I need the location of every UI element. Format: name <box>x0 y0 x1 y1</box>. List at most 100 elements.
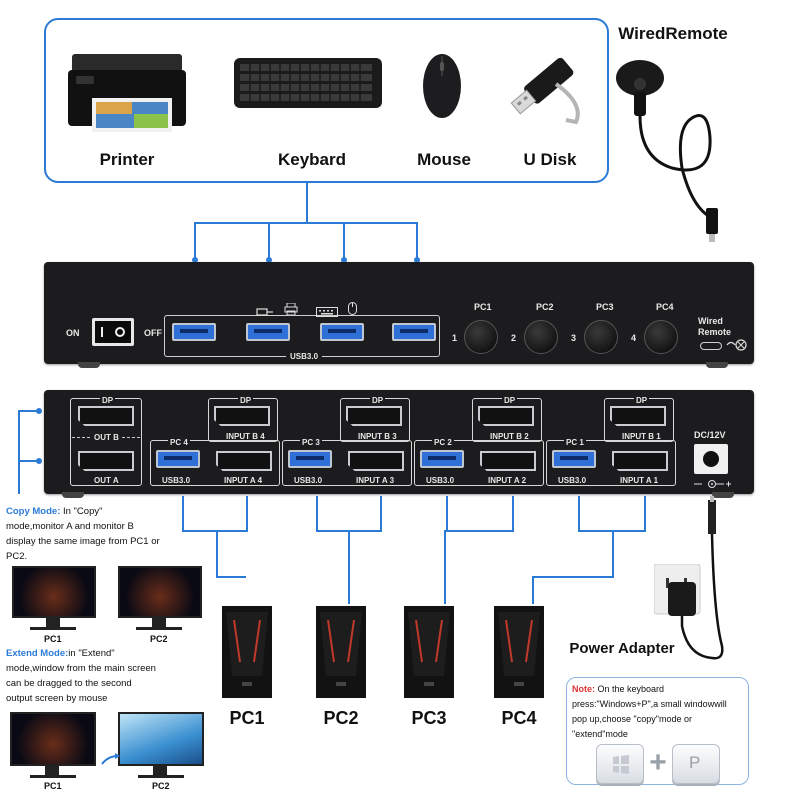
front-usb-port[interactable] <box>392 323 436 341</box>
wired-remote-icon <box>612 48 732 248</box>
connector-line <box>644 496 646 532</box>
power-off-label: OFF <box>144 328 162 338</box>
front-usb-port[interactable] <box>172 323 216 341</box>
input-dp-label: DP <box>634 396 650 405</box>
power-adapter-icon <box>653 563 704 620</box>
copy-mode-text: In "Copy" <box>60 506 103 517</box>
connector-line <box>18 410 20 494</box>
input-a-label: INPUT A 4 <box>224 476 263 485</box>
pc1-select-button[interactable] <box>464 320 498 354</box>
polarity-icon <box>692 476 732 488</box>
pc-group-label: PC 1 <box>564 438 586 447</box>
keyboard-icon <box>232 54 384 110</box>
input-a-label: INPUT A 2 <box>488 476 527 485</box>
connector-line <box>578 496 580 532</box>
pc-group-label: PC 2 <box>432 438 454 447</box>
connector-line <box>306 183 308 223</box>
input-a-dp-port[interactable] <box>348 451 404 471</box>
extend-mode-text: mode,window from the main screen <box>6 663 156 674</box>
pc-label: PC2 <box>323 708 359 728</box>
pc3-select-button[interactable] <box>584 320 618 354</box>
out-a-dp-port[interactable] <box>78 451 134 471</box>
out-a-label: OUT A <box>94 476 119 485</box>
printer-label: Printer <box>99 150 155 169</box>
rear-usb-label: USB3.0 <box>558 476 587 485</box>
divider <box>122 437 140 438</box>
note-line: pop up,choose "copy"mode or <box>572 714 692 724</box>
remote-port[interactable] <box>700 342 722 350</box>
rear-usb-port[interactable] <box>552 450 596 468</box>
monitor-stand <box>138 775 184 778</box>
peripherals-box <box>44 18 609 183</box>
pc-label: PC1 <box>229 708 265 728</box>
monitor-stand <box>136 627 182 630</box>
usb-icon <box>256 304 274 316</box>
input-a-label: INPUT A 1 <box>620 476 659 485</box>
connector-line <box>532 576 534 604</box>
connector-dot <box>414 257 420 263</box>
connector-dot <box>36 458 42 464</box>
wired-remote-title: WiredRemote <box>618 24 728 43</box>
foot <box>712 492 734 498</box>
connector-line <box>194 222 418 224</box>
foot <box>706 362 728 368</box>
connector-line <box>444 530 446 604</box>
pc-label: PC4 <box>501 708 537 728</box>
copy-mode-title: Copy Mode: <box>6 506 61 517</box>
front-usb-label: USB3.0 <box>286 352 323 361</box>
connector-line <box>216 530 218 576</box>
mouse-label: Mouse <box>417 150 471 169</box>
dc-label: DC/12V <box>694 430 726 440</box>
input-b-dp-port[interactable] <box>610 406 666 426</box>
power-adapter-label: Power Adapter <box>569 640 675 657</box>
input-a-dp-port[interactable] <box>216 451 272 471</box>
rear-usb-port[interactable] <box>156 450 200 468</box>
dc-power-port[interactable] <box>694 444 728 474</box>
out-b-dp-port[interactable] <box>78 406 134 426</box>
monitor-stand <box>45 766 59 776</box>
connector-line <box>416 222 418 260</box>
rear-usb-port[interactable] <box>288 450 332 468</box>
extend-mode-text: output screen by mouse <box>6 693 108 704</box>
copy-mode-pc1-label: PC1 <box>44 634 62 644</box>
mouse-small-icon <box>348 302 357 315</box>
pc-label: PC3 <box>411 708 447 728</box>
rear-usb-label: USB3.0 <box>162 476 191 485</box>
connector-line <box>18 460 38 462</box>
connector-line <box>446 496 448 532</box>
pc-button-label: PC3 <box>596 302 614 312</box>
pc2-select-button[interactable] <box>524 320 558 354</box>
connector-line <box>246 496 248 532</box>
extend-mode-pc1-label: PC1 <box>44 781 62 791</box>
connector-line <box>612 530 614 578</box>
power-switch[interactable] <box>92 318 134 346</box>
note-title: Note: <box>572 684 595 694</box>
input-a-dp-port[interactable] <box>612 451 668 471</box>
connector-line <box>343 222 345 260</box>
windows-key-icon <box>596 744 644 784</box>
connector-line <box>316 496 318 532</box>
input-dp-label: DP <box>370 396 386 405</box>
input-b-label: INPUT B 2 <box>488 432 531 441</box>
note-line: "extend"mode <box>572 729 628 739</box>
pc-button-label: PC1 <box>474 302 492 312</box>
keyboard-label: Keybard <box>277 150 347 169</box>
usb-disk-icon <box>496 44 592 128</box>
note-line: On the keyboard <box>595 684 665 694</box>
printer-small-icon <box>284 302 298 316</box>
connector-dot <box>266 257 272 263</box>
input-b-label: INPUT B 3 <box>356 432 399 441</box>
pc4-select-button[interactable] <box>644 320 678 354</box>
front-usb-port[interactable] <box>246 323 290 341</box>
input-b-dp-port[interactable] <box>346 406 402 426</box>
rear-usb-label: USB3.0 <box>426 476 455 485</box>
mouse-icon <box>420 50 464 120</box>
front-usb-port[interactable] <box>320 323 364 341</box>
pc-tower-icon <box>222 606 272 698</box>
rear-usb-port[interactable] <box>420 450 464 468</box>
input-a-dp-port[interactable] <box>480 451 536 471</box>
input-b-dp-port[interactable] <box>214 406 270 426</box>
copy-mode-text: PC2. <box>6 551 28 562</box>
copy-mode-pc2-label: PC2 <box>150 634 168 644</box>
input-b-dp-port[interactable] <box>478 406 534 426</box>
